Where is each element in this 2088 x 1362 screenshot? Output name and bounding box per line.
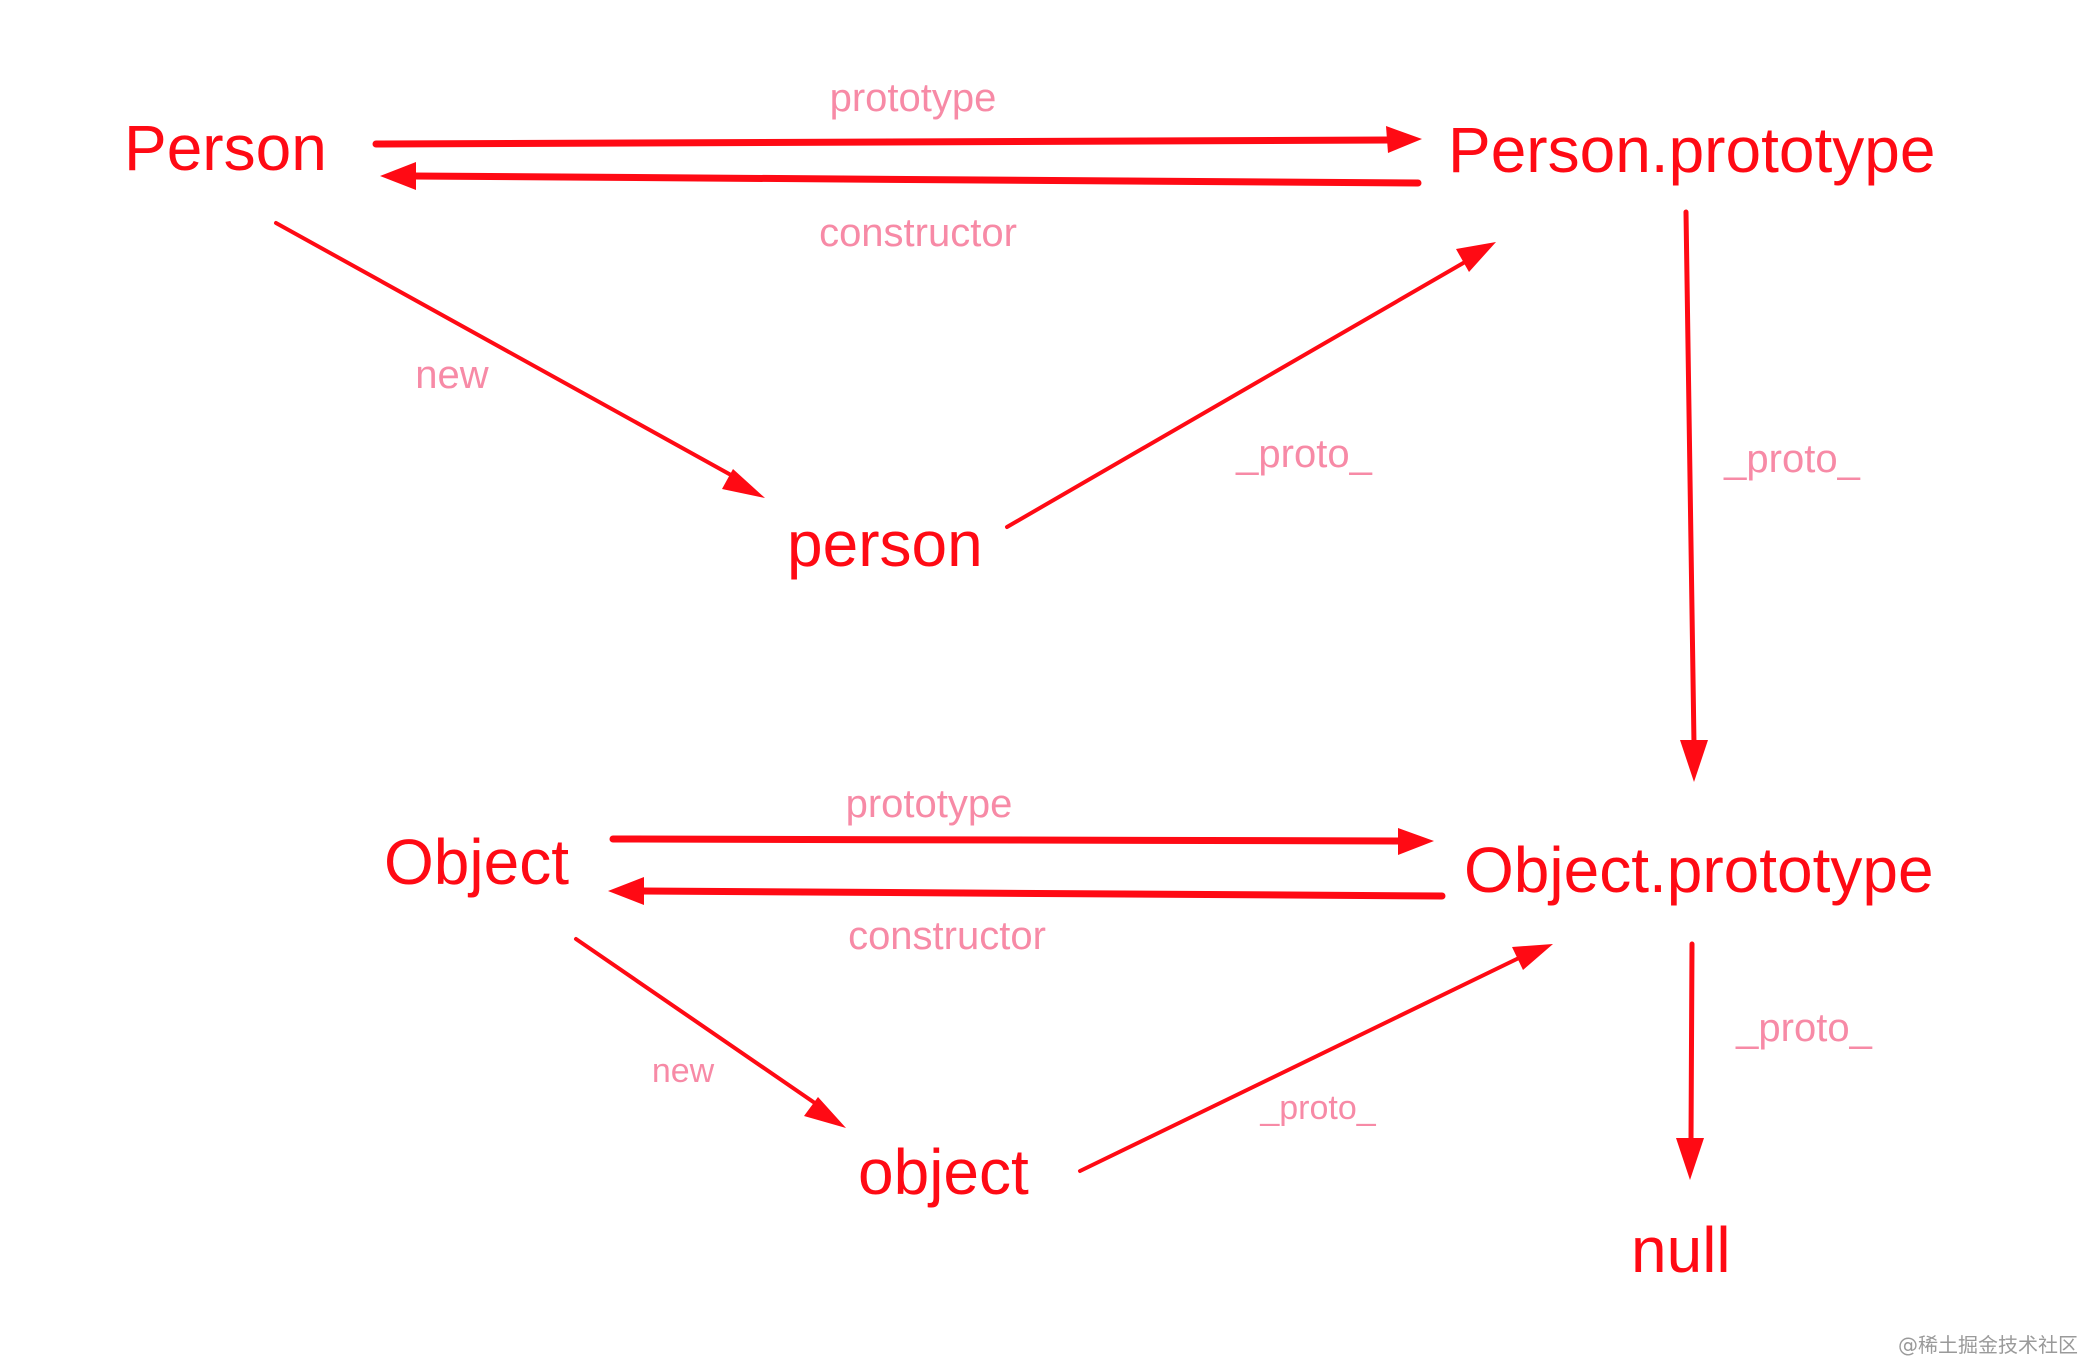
label-object-prototype-proto: _proto_ <box>1735 1006 1872 1050</box>
watermark-text: @稀土掘金技术社区 <box>1898 1333 2078 1357</box>
label-object-new: new <box>652 1052 715 1090</box>
nodes: Person Person.prototype person Object Ob… <box>124 112 1935 1286</box>
node-object-constructor: Object <box>384 826 569 898</box>
label-object-prototype: prototype <box>846 782 1013 826</box>
arrows <box>274 126 1708 1180</box>
label-person-prototype-proto: _proto_ <box>1723 437 1860 481</box>
arrow-object-instance-proto <box>1078 944 1553 1173</box>
label-person-new: new <box>415 353 488 397</box>
arrow-person-new <box>274 221 765 498</box>
node-object-prototype: Object.prototype <box>1464 834 1934 906</box>
arrow-object-prototype <box>609 828 1434 855</box>
arrow-person-prototype <box>372 126 1422 153</box>
node-person-constructor: Person <box>124 112 327 184</box>
edge-labels: prototype constructor new _proto_ _proto… <box>415 76 1872 1127</box>
label-person-instance-proto: _proto_ <box>1235 432 1372 476</box>
node-person-instance: person <box>787 508 983 580</box>
label-object-constructor: constructor <box>848 914 1046 958</box>
arrow-person-prototype-proto <box>1680 209 1708 782</box>
node-person-prototype: Person.prototype <box>1448 114 1935 186</box>
node-null: null <box>1631 1214 1731 1286</box>
label-person-constructor: constructor <box>819 211 1017 255</box>
arrow-object-constructor <box>608 877 1446 905</box>
arrow-person-constructor <box>380 162 1422 190</box>
node-object-instance: object <box>858 1136 1029 1208</box>
arrow-object-new <box>574 937 846 1128</box>
label-object-instance-proto: _proto_ <box>1259 1089 1376 1127</box>
label-person-prototype: prototype <box>830 76 997 120</box>
arrow-object-prototype-proto <box>1676 941 1704 1180</box>
arrow-person-instance-proto <box>1005 242 1496 529</box>
